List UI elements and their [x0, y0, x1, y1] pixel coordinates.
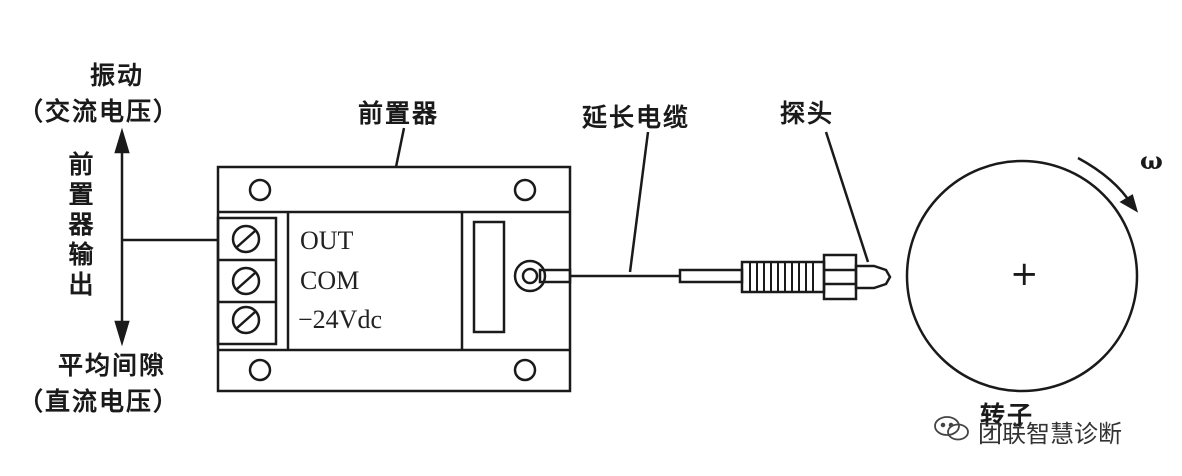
rotor-label: 转子: [980, 401, 1035, 430]
terminal-screw-icon: [231, 305, 261, 335]
cable-leader: [628, 131, 650, 273]
vibration-label: 振动: [90, 61, 145, 90]
rotor-center-mark: +: [1010, 254, 1039, 294]
terminal-screw-icon: [231, 266, 261, 296]
mount-hole: [248, 178, 272, 202]
cable-label: 延长电缆: [582, 103, 691, 132]
preamp-box: [216, 165, 572, 393]
gap-sub-label: （直流电压）: [18, 387, 181, 416]
mount-hole: [513, 178, 537, 202]
mount-hole: [248, 358, 272, 382]
vibration-sub-label: （交流电压）: [18, 97, 181, 126]
output-range-arrow: [114, 127, 130, 347]
probe: [740, 253, 892, 301]
wechat-icon: [934, 416, 969, 441]
preamp-leader: [394, 127, 406, 168]
terminal-block: [216, 216, 278, 346]
cable-connector: [513, 259, 572, 293]
rotor-circle: [905, 159, 1139, 393]
omega-label: ω: [1140, 146, 1163, 175]
mount-hole: [513, 358, 537, 382]
terminal-com-label: COM: [300, 266, 360, 295]
terminal-power-label: −24Vdc: [298, 305, 382, 334]
probe-label: 探头: [780, 99, 835, 128]
cable-sleeve: [678, 268, 744, 284]
gap-label: 平均间隙: [58, 351, 167, 380]
preamp-label: 前置器: [358, 99, 440, 128]
watermark-text: 团联智慧诊断: [978, 420, 1122, 448]
probe-leader: [824, 131, 870, 263]
output-vertical-label: 前置器输出: [68, 150, 94, 299]
terminal-screw-icon: [231, 224, 261, 254]
terminal-out-label: OUT: [300, 226, 354, 255]
